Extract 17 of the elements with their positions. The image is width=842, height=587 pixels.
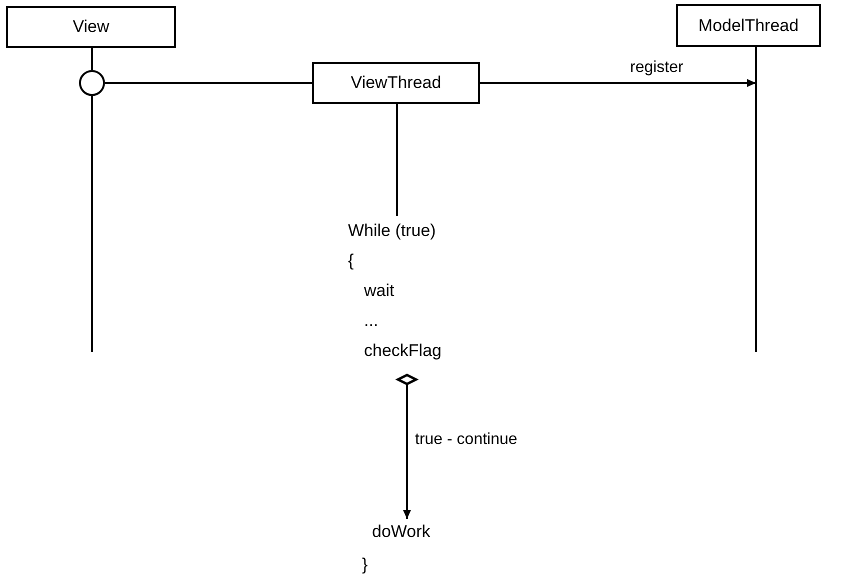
code-line: checkFlag bbox=[364, 340, 442, 362]
arrow bbox=[403, 385, 411, 519]
lifeline-box: ModelThread bbox=[676, 4, 821, 47]
connector-line bbox=[105, 82, 312, 84]
code-line: wait bbox=[364, 280, 394, 302]
lifeline-box: View bbox=[6, 6, 176, 48]
code-line: { bbox=[348, 250, 354, 272]
decision-diamond bbox=[397, 374, 417, 385]
code-line: While (true) bbox=[348, 220, 436, 242]
connector-line bbox=[396, 104, 398, 216]
code-line: ... bbox=[364, 310, 378, 332]
arrow bbox=[480, 79, 756, 87]
closing-brace: } bbox=[362, 554, 368, 576]
connector-line bbox=[91, 48, 93, 70]
lifeline-box: ViewThread bbox=[312, 62, 480, 104]
step-text: doWork bbox=[372, 519, 452, 545]
interface-circle bbox=[79, 70, 105, 96]
